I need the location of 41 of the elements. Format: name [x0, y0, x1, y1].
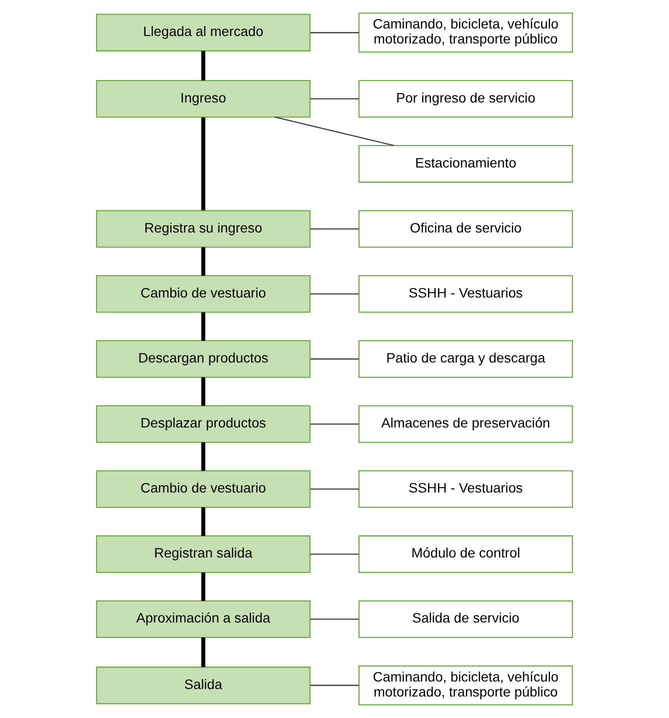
node-box: SSHH - Vestuarios — [358, 275, 573, 313]
connector — [201, 312, 206, 341]
connector — [201, 507, 206, 536]
node-box: Módulo de control — [358, 535, 573, 573]
node-box: Por ingreso de servicio — [358, 80, 573, 118]
connector — [310, 228, 359, 230]
node-box: Cambio de vestuario — [96, 275, 311, 313]
connector — [310, 98, 359, 100]
node-box: Salida de servicio — [358, 600, 573, 638]
node-box: Llegada al mercado — [96, 14, 311, 52]
connector — [310, 488, 359, 490]
node-box: Estacionamiento — [358, 145, 573, 183]
connector — [310, 684, 359, 686]
node-box: Ingreso — [96, 80, 311, 118]
node-box: Registran salida — [96, 535, 311, 573]
node-box: Almacenes de preservación — [358, 405, 573, 443]
node-box: Desplazar productos — [96, 405, 311, 443]
node-box: Patio de carga y descarga — [358, 340, 573, 378]
connector — [201, 377, 206, 406]
connector — [201, 117, 206, 210]
node-box: Descargan productos — [96, 340, 311, 378]
node-box: Caminando, bicicleta, vehículo motorizado, transporte público — [358, 665, 573, 706]
connector — [310, 423, 359, 425]
connector — [310, 32, 359, 34]
node-box: SSHH - Vestuarios — [358, 470, 573, 508]
connector — [274, 116, 394, 146]
node-box: Cambio de vestuario — [96, 470, 311, 508]
connector — [310, 293, 359, 295]
node-box: Aproximación a salida — [96, 600, 311, 638]
node-box: Caminando, bicicleta, vehículo motorizado, transporte público — [358, 12, 573, 53]
node-box: Salida — [96, 666, 311, 704]
connector — [201, 50, 206, 80]
connector — [310, 358, 359, 360]
connector — [201, 572, 206, 601]
node-box: Oficina de servicio — [358, 210, 573, 248]
connector — [201, 247, 206, 276]
connector — [201, 442, 206, 471]
node-box: Registra su ingreso — [96, 210, 311, 248]
connector — [310, 554, 359, 555]
connector — [201, 637, 206, 668]
connector — [310, 618, 359, 620]
